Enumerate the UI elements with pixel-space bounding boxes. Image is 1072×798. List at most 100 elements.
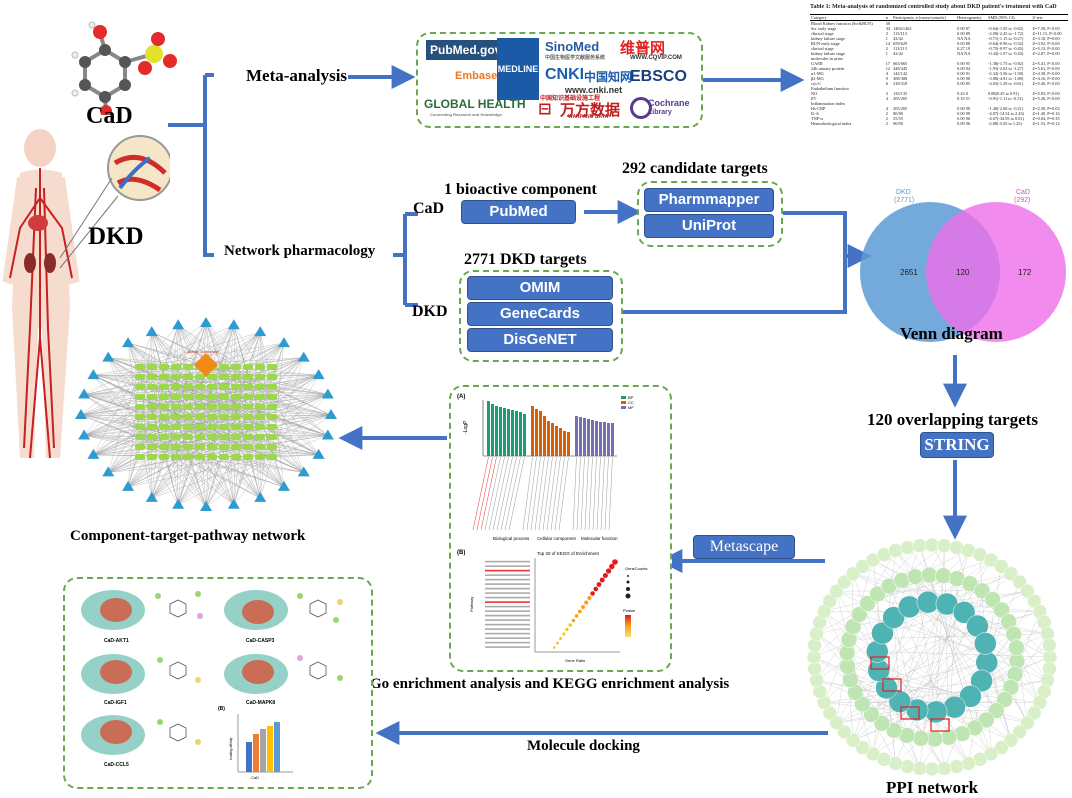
- network-target-node: [147, 434, 157, 440]
- network-target-node: [231, 384, 241, 390]
- kegg-pathway-label: [485, 596, 530, 599]
- network-pathway-node: [75, 409, 87, 419]
- table-cell: Z=1.40, P=0.16: [1032, 111, 1060, 116]
- network-target-node: [135, 374, 145, 380]
- disgenet-button[interactable]: DisGeNET: [467, 328, 613, 352]
- table-cell: Z=5.41, P<0.00: [1032, 61, 1060, 66]
- enrichment-bar: [547, 421, 550, 456]
- table-row: molecules in urine: [810, 56, 1068, 61]
- omim-button[interactable]: OMIM: [467, 276, 613, 300]
- network-target-node: [171, 414, 181, 420]
- ppi-node: [949, 540, 964, 555]
- table-cell: 1: [885, 36, 888, 41]
- network-target-node: [147, 404, 157, 410]
- network-pathway-node: [122, 480, 135, 491]
- network-target-node: [219, 394, 229, 400]
- kegg-dot: [571, 618, 576, 623]
- table-cell: kidney failure stage: [811, 51, 845, 56]
- table-cell: 135/135: [893, 91, 908, 96]
- genecards-button[interactable]: GeneCards: [467, 302, 613, 326]
- table-cell: 659/629: [893, 41, 908, 46]
- enrichment-bar: [595, 421, 598, 456]
- kegg-pathway-label: [485, 601, 530, 603]
- table-cell: Z=3.18, P=0.00: [1032, 36, 1060, 41]
- kegg-pathway-label: [485, 637, 530, 639]
- vip-subtitle: WWW.CQVIP.COM: [630, 55, 682, 61]
- main-bracket: [168, 73, 214, 257]
- table-cell: -4.05(-1.29 to -0.61): [988, 81, 1024, 86]
- table-cell: 113/113: [893, 31, 907, 36]
- network-pathway-node: [227, 319, 240, 330]
- candidate-targets-label: 292 candidate targets: [622, 160, 768, 177]
- pharmmapper-button[interactable]: Pharmmapper: [644, 188, 774, 212]
- network-target-node: [147, 424, 157, 430]
- table-cell: 9: [885, 76, 888, 81]
- table-cell: 17: [885, 61, 891, 66]
- table-cell: 0.00 95: [957, 61, 971, 66]
- network-target-node: [135, 394, 145, 400]
- pubmed-button[interactable]: PubMed: [461, 200, 576, 224]
- network-target-node: [171, 454, 181, 460]
- network-target-node: [135, 434, 145, 440]
- table-cell: cys-C: [811, 81, 822, 86]
- enrichment-term-line: [572, 456, 577, 531]
- network-target-node: [243, 454, 253, 460]
- metascape-button[interactable]: Metascape: [693, 535, 795, 559]
- venn-overlap: 120: [956, 268, 970, 277]
- docking-ligand-diagrams: [169, 599, 327, 742]
- ppi-node: [882, 606, 905, 629]
- network-target-node: [183, 424, 193, 430]
- ppi-highlight-box: [900, 706, 920, 720]
- network-target-node: [255, 434, 265, 440]
- kegg-pathway-label: [485, 605, 530, 608]
- network-target-node: [243, 404, 253, 410]
- table-cell: Z=5.61, P<0.00: [1032, 66, 1060, 71]
- kegg-dot: [612, 559, 618, 565]
- network-target-node: [255, 374, 265, 380]
- kegg-pathway-label: [485, 646, 530, 648]
- network-target-node: [255, 394, 265, 400]
- network-target-node: [147, 374, 157, 380]
- docking-bar-axis: CaD: [251, 775, 259, 780]
- string-button[interactable]: STRING: [920, 432, 994, 458]
- enrichment-bar: [603, 422, 606, 456]
- table-cell: Z=7.58, P<0.00: [1032, 26, 1060, 31]
- network-pathway-node: [277, 337, 290, 348]
- enrichment-bar: [535, 409, 538, 456]
- table-cell: Z=3.92, P<0.00: [1032, 41, 1060, 46]
- network-target-node: [135, 384, 145, 390]
- enrichment-bar: [519, 412, 522, 456]
- enrichment-bar: [539, 411, 542, 456]
- kegg-dot: [562, 632, 566, 636]
- network-target-node: [267, 374, 277, 380]
- ctp-network-label: Component-target-pathway network: [70, 528, 306, 544]
- uniprot-button[interactable]: UniProt: [644, 214, 774, 238]
- network-target-node: [243, 444, 253, 450]
- network-pathway-node: [321, 388, 334, 399]
- table-cell: 0.00 98: [957, 106, 971, 111]
- venn-cad-label: CaD: [1016, 189, 1030, 196]
- vip-logo: 维普网: [620, 40, 666, 57]
- network-target-node: [267, 404, 277, 410]
- table-cell: -1.93(-2.63 to -1.27): [988, 66, 1024, 71]
- kegg-pvalue: Pvalue: [623, 608, 636, 613]
- network-pathway-node: [102, 351, 115, 362]
- docking-caption-mapk8: CaD-MAPK8: [246, 700, 275, 706]
- table-cell: Z=5.28, P<0.00: [1032, 96, 1060, 101]
- enrichment-panel-a: (A): [457, 394, 465, 400]
- network-target-node: [195, 444, 205, 450]
- ppi-node: [974, 632, 997, 655]
- network-pathway-node: [325, 409, 337, 419]
- sinomed-subtitle: 中国生物医学文献服务系统: [545, 55, 606, 61]
- kegg-pathway-label: [485, 628, 530, 630]
- enrichment-term-line: [580, 456, 585, 531]
- enrichment-term-line: [472, 456, 489, 531]
- enrichment-term-line: [550, 456, 561, 531]
- venn-right-only: 172: [1018, 268, 1032, 277]
- table-cell: 24h urinary protein: [811, 66, 845, 71]
- network-pathway-node: [78, 429, 91, 440]
